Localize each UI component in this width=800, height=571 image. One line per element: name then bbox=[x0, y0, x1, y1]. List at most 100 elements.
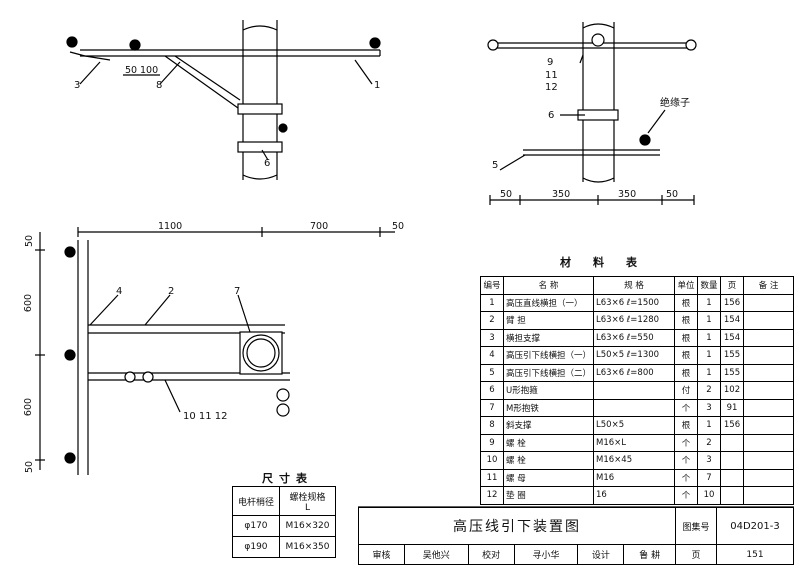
cell: φ170 bbox=[232, 515, 280, 537]
cell: 螺 栓 bbox=[502, 433, 595, 452]
size-table-title: 尺寸表 bbox=[262, 472, 313, 485]
cell bbox=[743, 451, 794, 470]
cell: 155 bbox=[720, 346, 745, 365]
cell bbox=[593, 398, 676, 417]
cell: 9 bbox=[480, 433, 504, 452]
cell: 1 bbox=[697, 328, 722, 347]
cell: 个 bbox=[674, 398, 699, 417]
cell bbox=[743, 346, 794, 365]
header-cell: 螺栓规格 L bbox=[278, 486, 337, 516]
cell: 5 bbox=[480, 363, 504, 382]
cell bbox=[743, 398, 794, 417]
cell: 8 bbox=[480, 416, 504, 435]
cell: 1 bbox=[697, 363, 722, 382]
callout-11: 11 bbox=[545, 70, 558, 81]
cell: 1 bbox=[480, 293, 504, 312]
cell: 7 bbox=[480, 398, 504, 417]
cell bbox=[743, 433, 794, 452]
dim-50-plan: 50 bbox=[392, 221, 405, 232]
cell: 1 bbox=[697, 293, 722, 312]
dim-left-50-b: 50 bbox=[24, 460, 36, 474]
cell: 2 bbox=[697, 433, 722, 452]
cell: 16 bbox=[593, 486, 676, 505]
callout-1: 1 bbox=[374, 80, 381, 91]
callout-4: 4 bbox=[116, 286, 123, 297]
insulator-label: 绝缘子 bbox=[660, 98, 690, 109]
dim-100-tl: 100 bbox=[140, 65, 159, 76]
callout-9: 9 bbox=[547, 57, 554, 68]
cell bbox=[720, 486, 745, 505]
page-number: 151 bbox=[716, 544, 794, 565]
cell: 根 bbox=[674, 346, 699, 365]
cell: 螺 栓 bbox=[502, 451, 595, 470]
cell: 垫 圈 bbox=[502, 486, 595, 505]
cell: 6 bbox=[480, 381, 504, 400]
header-cell: 单位 bbox=[674, 276, 699, 295]
designer-name: 鲁 耕 bbox=[623, 544, 676, 565]
header-cell: 数量 bbox=[697, 276, 722, 295]
cell: 3 bbox=[480, 328, 504, 347]
cell: 12 bbox=[480, 486, 504, 505]
cell: U形抱箍 bbox=[502, 381, 595, 400]
callout-8: 8 bbox=[156, 80, 163, 91]
cell: 1 bbox=[697, 311, 722, 330]
table-header: 电杆梢径 螺栓规格 L bbox=[232, 486, 337, 516]
cell: 156 bbox=[720, 416, 745, 435]
cell: 2 bbox=[480, 311, 504, 330]
dim-left-600-b: 600 bbox=[23, 397, 35, 417]
cell: 155 bbox=[720, 363, 745, 382]
header-cell: 页 bbox=[720, 276, 745, 295]
cell: 154 bbox=[720, 328, 745, 347]
header-cell-main: 螺栓规格 bbox=[289, 492, 326, 503]
cell: M16 bbox=[593, 468, 676, 487]
cell bbox=[743, 293, 794, 312]
reviewer-name: 吴他兴 bbox=[403, 544, 469, 565]
callout-3: 3 bbox=[74, 80, 81, 91]
cell: M16×L bbox=[593, 433, 676, 452]
dim-350-tr-a: 350 bbox=[552, 189, 571, 200]
cell: 根 bbox=[674, 416, 699, 435]
header-cell: 规 格 bbox=[593, 276, 676, 295]
cell: 个 bbox=[674, 451, 699, 470]
cell: M16×320 bbox=[278, 515, 337, 537]
cell: 10 bbox=[697, 486, 722, 505]
cell: L63×6 ℓ=1280 bbox=[593, 311, 676, 330]
cell: M16×45 bbox=[593, 451, 676, 470]
cell bbox=[743, 468, 794, 487]
top-right-elevation bbox=[487, 22, 697, 205]
cell: L63×6 ℓ=1500 bbox=[593, 293, 676, 312]
cell: 7 bbox=[697, 468, 722, 487]
cell: φ190 bbox=[232, 536, 280, 558]
cell bbox=[743, 363, 794, 382]
header-cell: 编号 bbox=[480, 276, 504, 295]
dim-left-50-a: 50 bbox=[24, 234, 36, 248]
header-cell: 备 注 bbox=[743, 276, 794, 295]
cell: 高压直线横担（一） bbox=[502, 293, 595, 312]
cell bbox=[743, 486, 794, 505]
atlas-number: 04D201-3 bbox=[716, 507, 794, 545]
cell: 156 bbox=[720, 293, 745, 312]
cell: L63×6 ℓ=550 bbox=[593, 328, 676, 347]
cell: 个 bbox=[674, 468, 699, 487]
cell: 1 bbox=[697, 346, 722, 365]
top-left-elevation bbox=[66, 20, 381, 180]
page-label: 页 bbox=[675, 544, 717, 565]
check-label: 校对 bbox=[467, 544, 515, 565]
drawing-title: 高压线引下装置图 bbox=[358, 507, 676, 545]
dim-left-600-a: 600 bbox=[23, 293, 35, 313]
cell: 根 bbox=[674, 363, 699, 382]
cell: L50×5 ℓ=1300 bbox=[593, 346, 676, 365]
cell bbox=[743, 311, 794, 330]
cell: 11 bbox=[480, 468, 504, 487]
dim-50-tr-a: 50 bbox=[500, 189, 513, 200]
